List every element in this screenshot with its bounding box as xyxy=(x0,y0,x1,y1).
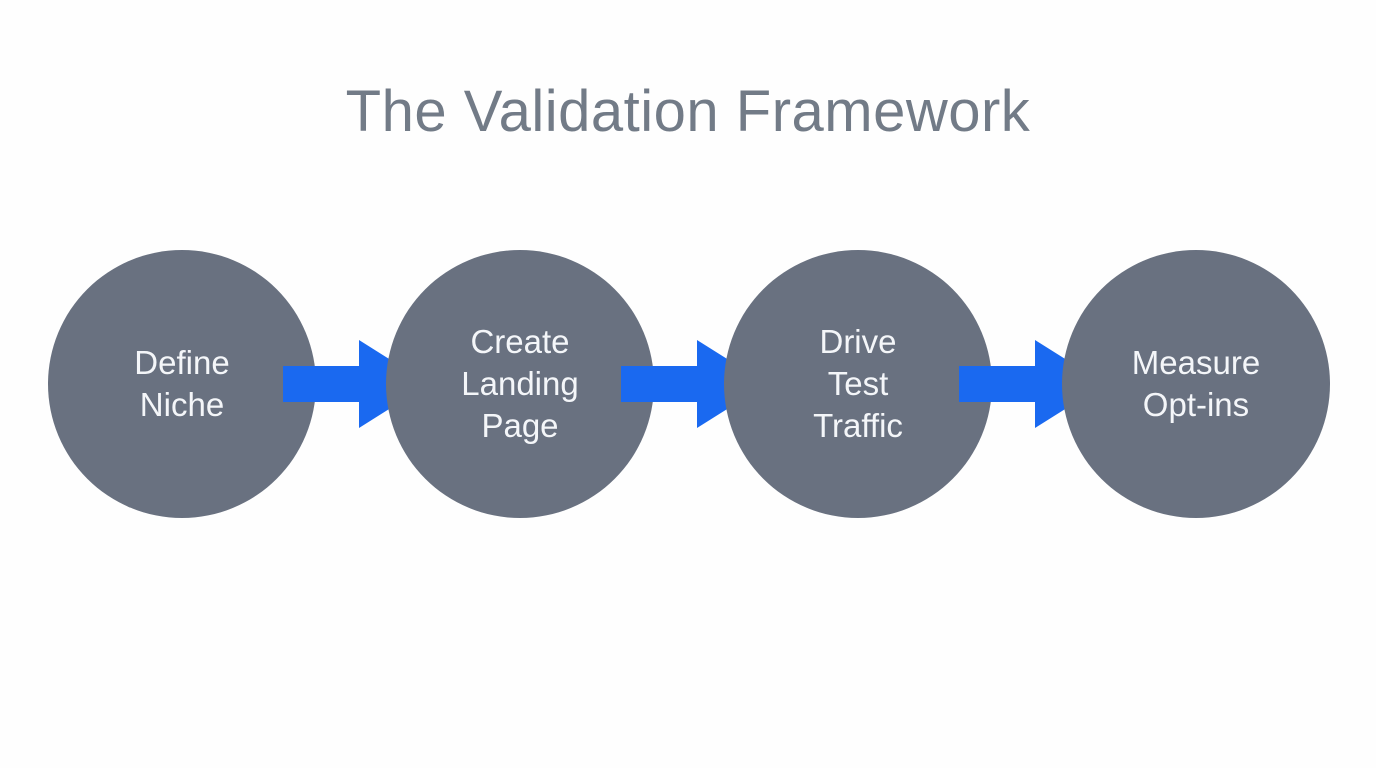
step-label-define-niche: Define Niche xyxy=(134,343,230,423)
step-circle-measure-opt-ins: Measure Opt-ins xyxy=(1062,250,1330,518)
step-label-create-landing-page: Create Landing Page xyxy=(461,322,579,445)
step-circle-define-niche: Define Niche xyxy=(48,250,316,518)
step-label-measure-opt-ins: Measure Opt-ins xyxy=(1131,343,1261,423)
step-label-drive-test-traffic: Drive Test Traffic xyxy=(813,322,903,445)
page-title: The Validation Framework xyxy=(345,79,1031,144)
step-circle-drive-test-traffic: Drive Test Traffic xyxy=(724,250,992,518)
step-circle-create-landing-page: Create Landing Page xyxy=(386,250,654,518)
